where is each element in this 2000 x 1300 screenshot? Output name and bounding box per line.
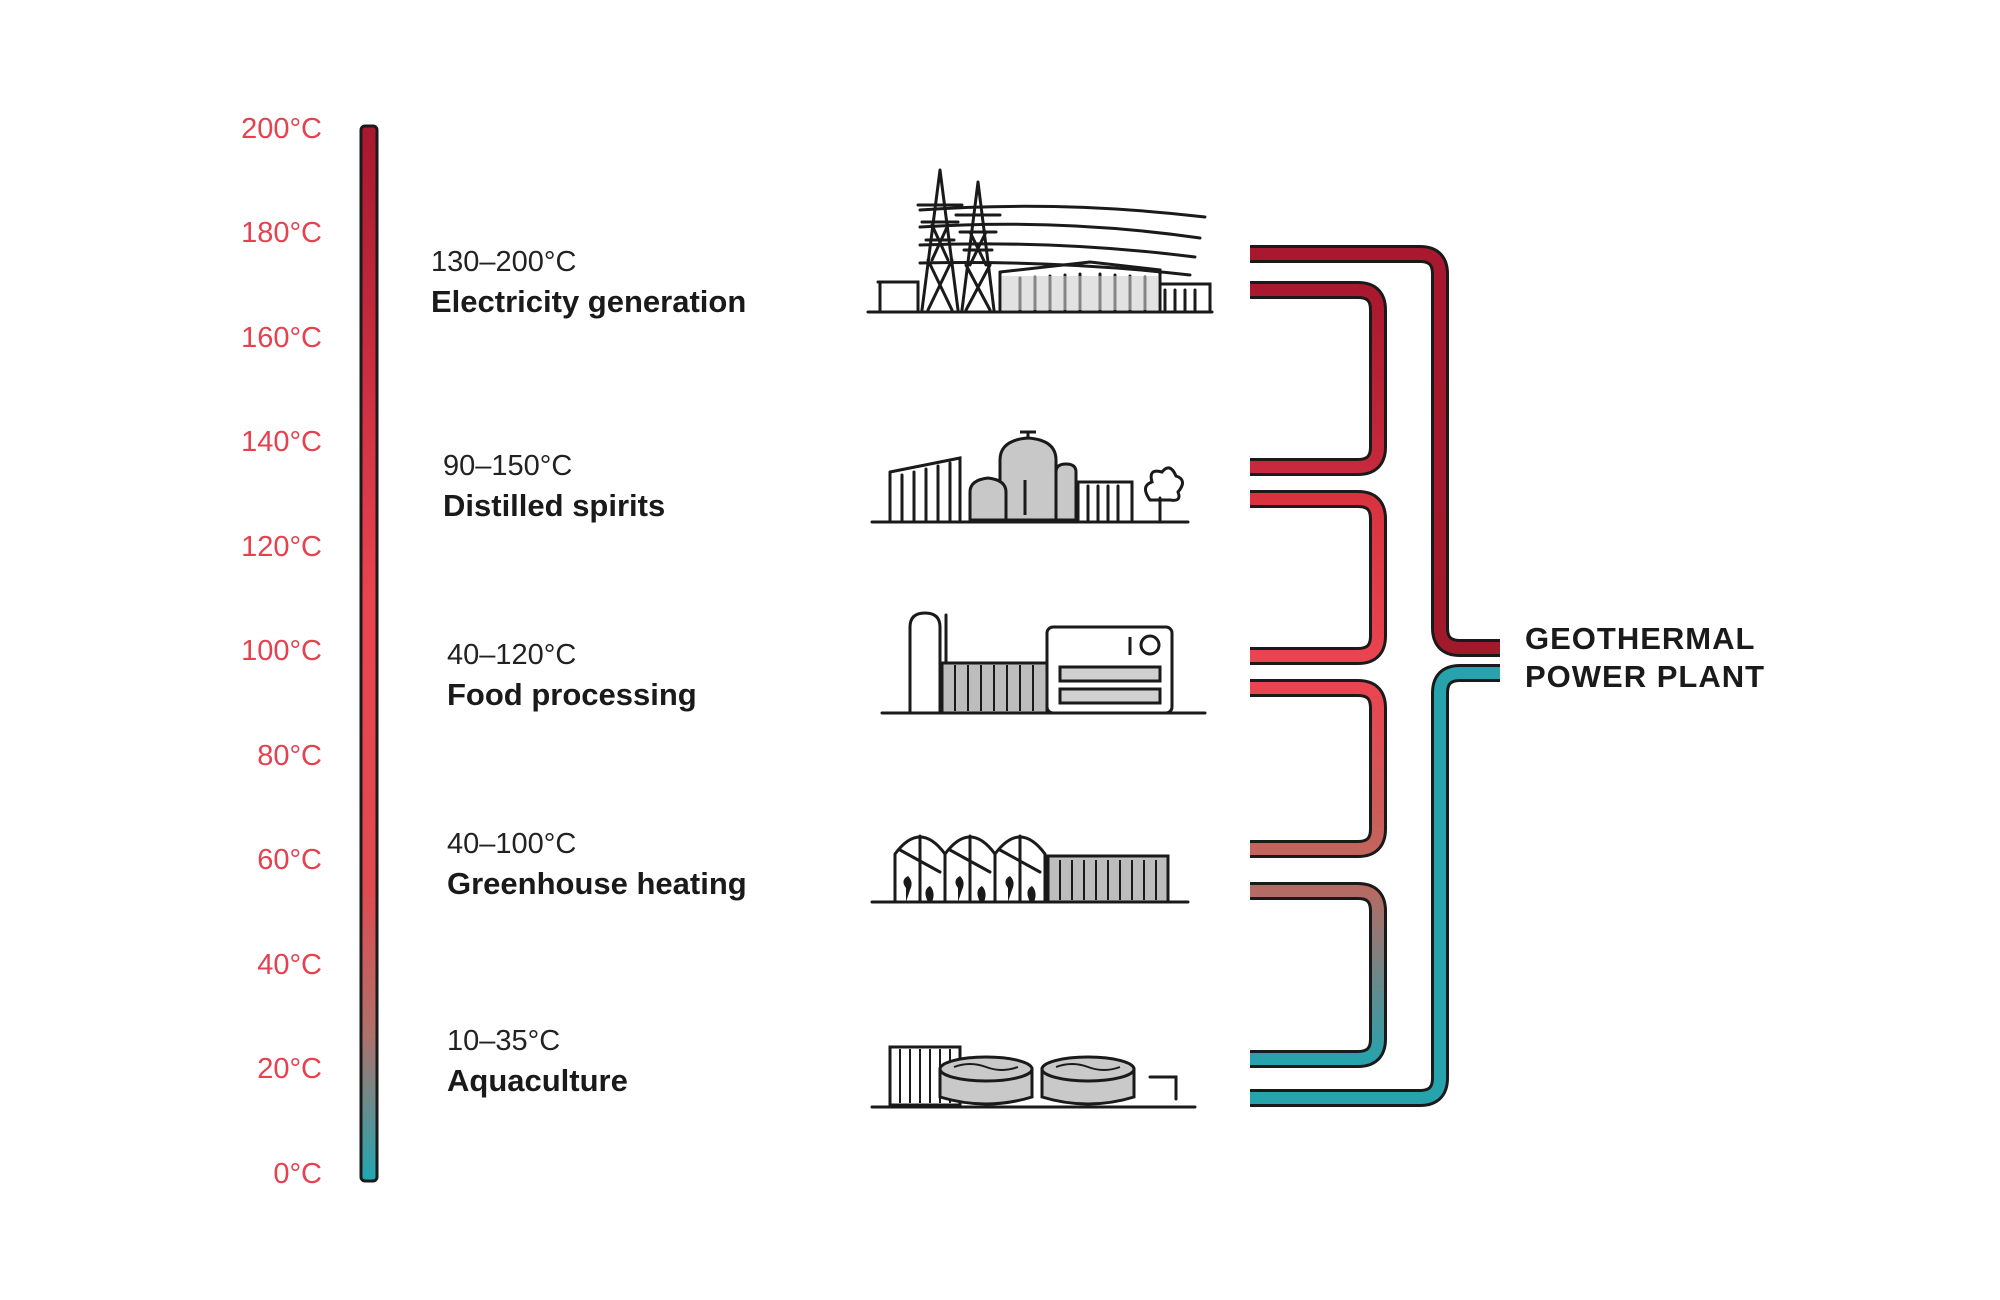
use-greenhouse-heating: 40–100°C Greenhouse heating (447, 828, 747, 901)
use-name: Greenhouse heating (447, 866, 747, 901)
use-range: 40–100°C (447, 828, 577, 860)
plant-label-line2: POWER PLANT (1525, 659, 1766, 694)
use-name: Distilled spirits (443, 488, 666, 523)
food-factory-icon (880, 611, 1207, 715)
use-distilled-spirits: 90–150°C Distilled spirits (443, 450, 666, 523)
use-range: 10–35°C (447, 1025, 561, 1057)
use-food-processing: 40–120°C Food processing (447, 639, 697, 712)
scale-tick-20: 20°C (257, 1053, 322, 1085)
use-name: Food processing (447, 677, 697, 712)
use-range: 90–150°C (443, 450, 573, 482)
scale-tick-100: 100°C (241, 635, 322, 667)
pipe-network (1250, 245, 1500, 1107)
use-name: Aquaculture (447, 1063, 628, 1098)
use-range: 40–120°C (447, 639, 577, 671)
scale-tick-0: 0°C (273, 1158, 322, 1190)
scale-tick-140: 140°C (241, 426, 322, 458)
fish-tanks-icon (870, 1045, 1197, 1109)
scale-tick-40: 40°C (257, 949, 322, 981)
use-name: Electricity generation (431, 284, 747, 319)
plant-label-line1: GEOTHERMAL (1525, 621, 1756, 656)
scale-tick-120: 120°C (241, 531, 322, 563)
temperature-scale-bar (359, 124, 379, 1183)
use-range: 130–200°C (431, 246, 577, 278)
geothermal-plant-label: GEOTHERMAL POWER PLANT (1525, 620, 1765, 696)
scale-tick-200: 200°C (241, 113, 322, 145)
scale-tick-180: 180°C (241, 217, 322, 249)
distillery-icon (870, 430, 1190, 524)
greenhouse-icon (870, 834, 1190, 904)
use-electricity-generation: 130–200°C Electricity generation (431, 246, 747, 319)
scale-tick-160: 160°C (241, 322, 322, 354)
scale-tick-80: 80°C (257, 740, 322, 772)
power-pylons-icon (866, 168, 1214, 314)
use-aquaculture: 10–35°C Aquaculture (447, 1025, 628, 1098)
scale-tick-60: 60°C (257, 844, 322, 876)
